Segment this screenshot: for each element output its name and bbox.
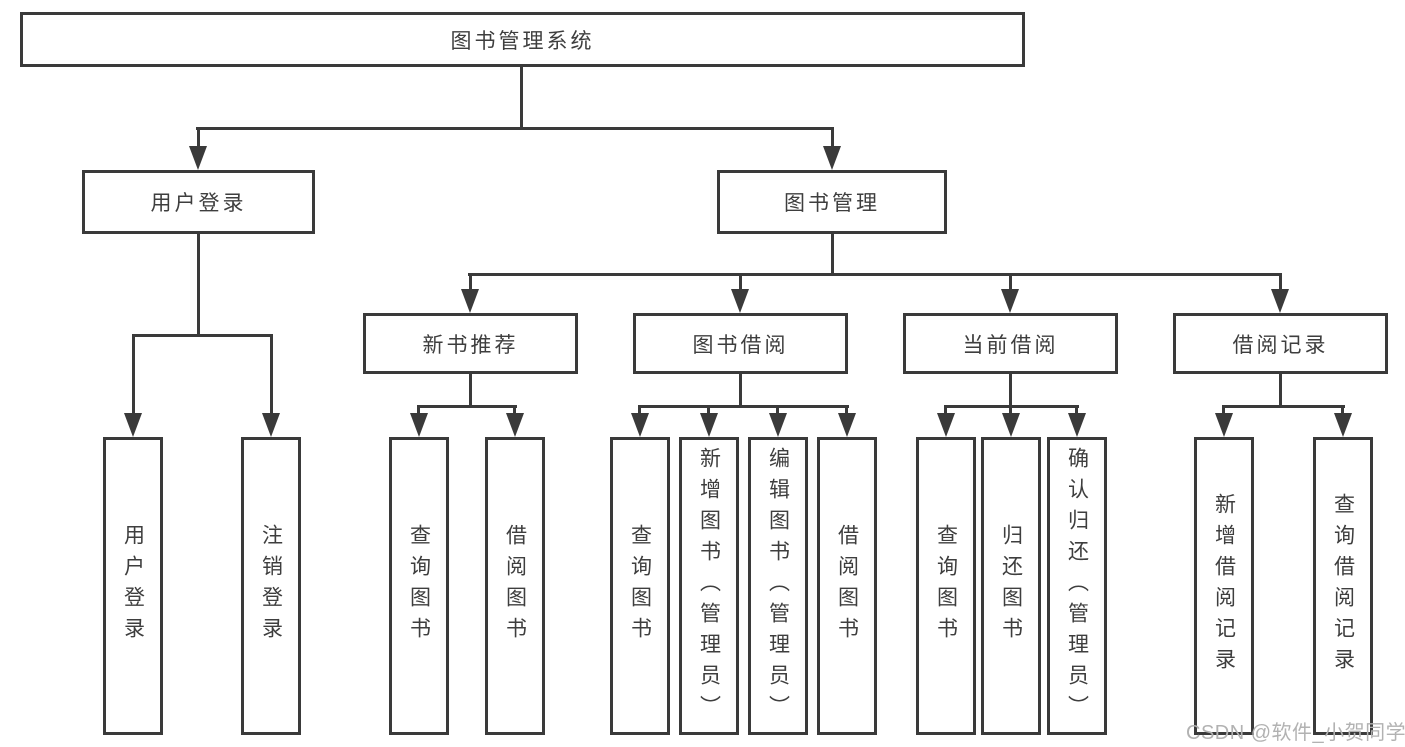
connector-group-trunk xyxy=(1279,374,1282,407)
arrow-down-icon xyxy=(1271,289,1289,313)
leaf-return-books-label: 归还图书 xyxy=(999,524,1023,648)
arrow-down-icon xyxy=(631,413,649,437)
arrow-down-icon xyxy=(1001,289,1019,313)
leaf-logout: 注销登录 xyxy=(241,437,301,735)
node-book-management-label: 图书管理 xyxy=(784,192,880,215)
connector-to-leaf xyxy=(1009,405,1012,416)
node-book-borrowing: 图书借阅 xyxy=(633,313,848,374)
leaf-borrow-books-recommend-label: 借阅图书 xyxy=(503,524,527,648)
connector-to-leaf xyxy=(638,405,641,416)
connector-to-node xyxy=(739,273,742,292)
connector-to-leaf xyxy=(513,405,516,416)
connector-group-trunk xyxy=(1009,374,1012,407)
leaf-query-books-current-label: 查询图书 xyxy=(934,524,958,648)
connector-to-leaf xyxy=(707,405,710,416)
leaf-query-books-current: 查询图书 xyxy=(916,437,976,735)
leaf-add-borrow-record-label: 新增借阅记录 xyxy=(1212,493,1236,679)
arrow-down-icon xyxy=(410,413,428,437)
leaf-confirm-return-admin: 确认归还（管理员） xyxy=(1047,437,1107,735)
watermark: CSDN @软件_小贺同学 xyxy=(1186,722,1405,744)
arrow-down-icon xyxy=(124,413,142,437)
connector-user-login-split xyxy=(132,334,273,337)
arrow-down-icon xyxy=(1068,413,1086,437)
arrow-down-icon xyxy=(769,413,787,437)
connector-to-leaf xyxy=(944,405,947,416)
connector-group-trunk xyxy=(469,374,472,407)
leaf-borrow-books-borrowing-label: 借阅图书 xyxy=(835,524,859,648)
leaf-edit-book-admin-label: 编辑图书（管理员） xyxy=(766,446,790,726)
node-borrowing-records: 借阅记录 xyxy=(1173,313,1388,374)
connector-to-node xyxy=(469,273,472,292)
leaf-borrow-books-recommend: 借阅图书 xyxy=(485,437,545,735)
leaf-user-login: 用户登录 xyxy=(103,437,163,735)
connector-root-trunk xyxy=(520,67,523,129)
connector-group-trunk xyxy=(739,374,742,407)
connector-to-leaf xyxy=(1341,405,1344,416)
node-user-login: 用户登录 xyxy=(82,170,315,234)
leaf-confirm-return-admin-label: 确认归还（管理员） xyxy=(1065,446,1089,726)
leaf-query-books-recommend: 查询图书 xyxy=(389,437,449,735)
node-root: 图书管理系统 xyxy=(20,12,1025,67)
leaf-add-book-admin: 新增图书（管理员） xyxy=(679,437,739,735)
arrow-down-icon xyxy=(1215,413,1233,437)
node-user-login-label: 用户登录 xyxy=(150,192,247,215)
node-root-label: 图书管理系统 xyxy=(450,29,595,53)
connector-to-user-login xyxy=(197,127,200,149)
connector-level3-split xyxy=(468,273,1282,276)
leaf-query-borrow-record: 查询借阅记录 xyxy=(1313,437,1373,735)
connector-group-split xyxy=(638,405,849,408)
connector-to-leaf xyxy=(845,405,848,416)
node-current-borrowing-label: 当前借阅 xyxy=(962,333,1059,357)
leaf-logout-label: 注销登录 xyxy=(259,524,283,648)
leaf-add-borrow-record: 新增借阅记录 xyxy=(1194,437,1254,735)
connector-to-node xyxy=(1279,273,1282,292)
leaf-query-books-borrowing: 查询图书 xyxy=(610,437,670,735)
connector-to-leaf xyxy=(1075,405,1078,416)
connector-level2-split xyxy=(196,127,834,130)
arrow-down-icon xyxy=(823,146,841,170)
connector-to-leaf xyxy=(417,405,420,416)
connector-to-node xyxy=(1009,273,1012,292)
arrow-down-icon xyxy=(189,146,207,170)
leaf-add-book-admin-label: 新增图书（管理员） xyxy=(697,446,721,726)
connector-to-book-management xyxy=(831,127,834,149)
connector-to-leaf xyxy=(776,405,779,416)
arrow-down-icon xyxy=(731,289,749,313)
arrow-down-icon xyxy=(838,413,856,437)
arrow-down-icon xyxy=(700,413,718,437)
leaf-user-login-label: 用户登录 xyxy=(121,524,145,648)
leaf-borrow-books-borrowing: 借阅图书 xyxy=(817,437,877,735)
arrow-down-icon xyxy=(937,413,955,437)
arrow-down-icon xyxy=(1002,413,1020,437)
node-book-management: 图书管理 xyxy=(717,170,947,234)
leaf-query-borrow-record-label: 查询借阅记录 xyxy=(1331,493,1355,679)
connector-group-split xyxy=(1222,405,1345,408)
connector-to-leaf xyxy=(270,334,273,416)
node-current-borrowing: 当前借阅 xyxy=(903,313,1118,374)
arrow-down-icon xyxy=(506,413,524,437)
node-book-borrowing-label: 图书借阅 xyxy=(692,333,789,357)
arrow-down-icon xyxy=(461,289,479,313)
leaf-query-books-recommend-label: 查询图书 xyxy=(407,524,431,648)
node-new-book-recommendation: 新书推荐 xyxy=(363,313,578,374)
connector-user-login-trunk xyxy=(197,234,200,337)
connector-group-split xyxy=(417,405,517,408)
arrow-down-icon xyxy=(1334,413,1352,437)
leaf-query-books-borrowing-label: 查询图书 xyxy=(628,524,652,648)
connector-book-management-trunk xyxy=(831,234,834,276)
arrow-down-icon xyxy=(262,413,280,437)
node-borrowing-records-label: 借阅记录 xyxy=(1232,333,1329,357)
leaf-return-books: 归还图书 xyxy=(981,437,1041,735)
leaf-edit-book-admin: 编辑图书（管理员） xyxy=(748,437,808,735)
connector-to-leaf xyxy=(132,334,135,416)
connector-to-leaf xyxy=(1222,405,1225,416)
node-new-book-recommendation-label: 新书推荐 xyxy=(422,333,519,357)
